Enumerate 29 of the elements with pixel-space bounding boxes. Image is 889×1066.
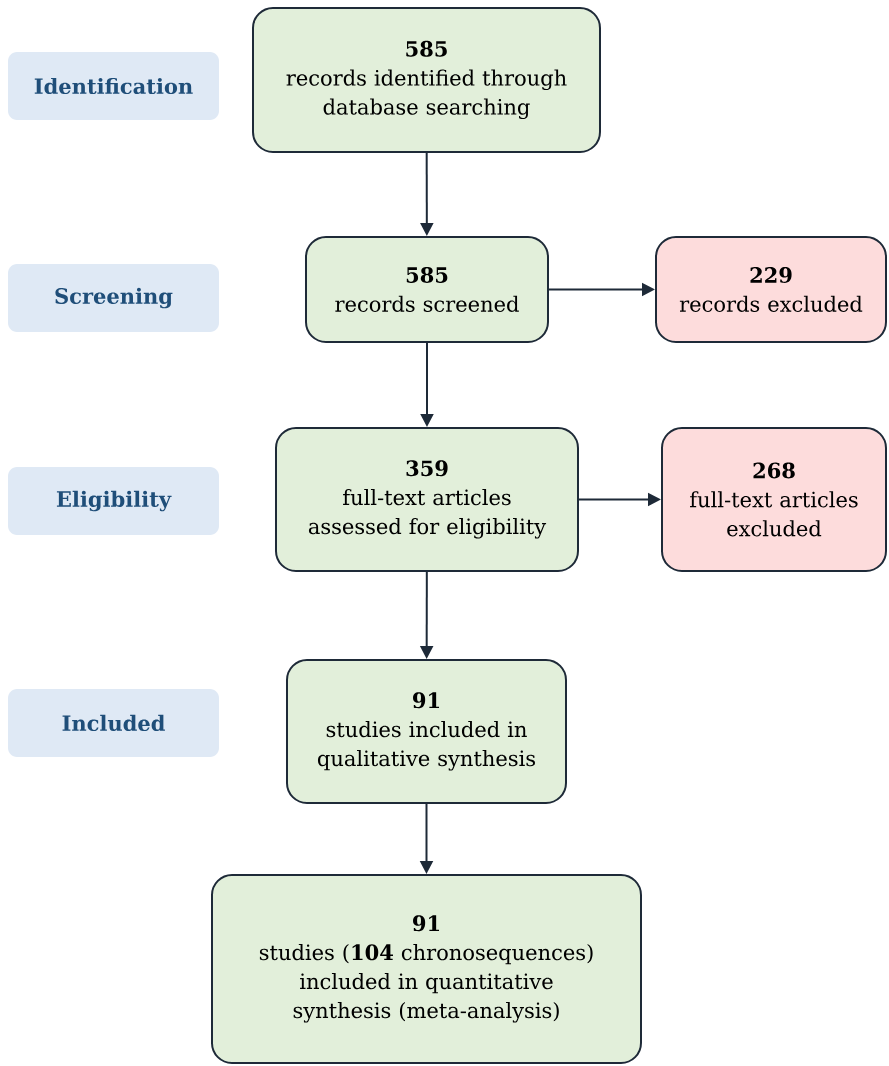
exclusion-box [655, 236, 887, 343]
process-box [211, 874, 642, 1064]
box-text: full-text articles assessed for eligibility [308, 489, 547, 539]
box-text: studies included in qualitative synthesis [317, 721, 535, 771]
box-text: Screening [55, 287, 173, 309]
count-number: 91 [413, 915, 439, 932]
process-box [305, 236, 549, 343]
box-text: Included [62, 714, 165, 732]
exclusion-box [661, 427, 887, 572]
count-number: 359 [406, 460, 448, 477]
count-number: 585 [406, 267, 448, 283]
stage-label [8, 689, 219, 757]
stage-label [8, 52, 219, 120]
process-box [252, 7, 601, 153]
box-text: studies (104 chronosequences) included in quantitative synthesis (meta-analysis) [259, 944, 593, 1023]
count-number: 229 [750, 267, 792, 283]
process-box [286, 659, 567, 804]
process-box [275, 427, 579, 572]
box-text: records identified through database searching [286, 69, 567, 120]
box-text: Identification [34, 77, 193, 95]
count-number: 585 [406, 40, 447, 57]
stage-label [8, 467, 219, 535]
box-text: records screened [335, 295, 519, 312]
box-text: full-text articles excluded [690, 491, 858, 537]
stage-label [8, 264, 219, 332]
box-text: records excluded [679, 295, 863, 312]
box-text: Eligibility [56, 490, 172, 512]
count-number: 91 [413, 692, 439, 709]
count-number: 268 [753, 462, 795, 479]
